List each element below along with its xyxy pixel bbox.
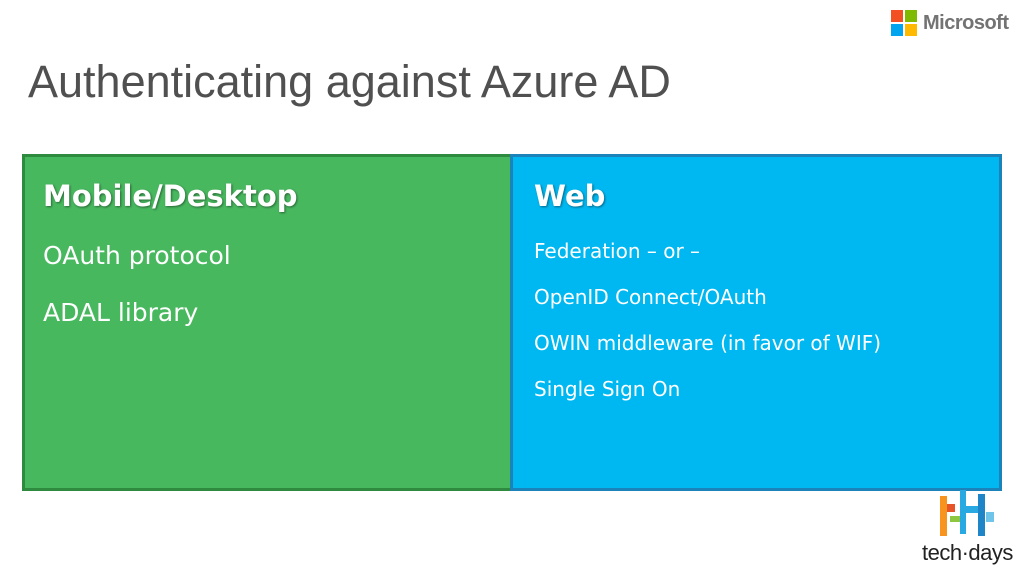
list-item: OAuth protocol bbox=[43, 241, 231, 270]
list-item: Federation – or – bbox=[534, 239, 701, 263]
panel-mobile-desktop: Mobile/Desktop OAuth protocol ADAL libra… bbox=[22, 154, 513, 491]
panel-heading: Mobile/Desktop bbox=[43, 179, 298, 213]
microsoft-logo: Microsoft bbox=[891, 10, 1009, 36]
microsoft-windows-icon bbox=[891, 10, 917, 36]
panel-heading: Web bbox=[534, 179, 606, 213]
panel-web: Web Federation – or – OpenID Connect/OAu… bbox=[510, 154, 1002, 491]
techdays-wordmark: tech·days bbox=[922, 540, 1013, 565]
techdays-mark-icon bbox=[940, 490, 994, 536]
techdays-logo: tech·days bbox=[918, 488, 1018, 574]
microsoft-wordmark: Microsoft bbox=[923, 11, 1009, 34]
list-item: ADAL library bbox=[43, 298, 199, 327]
list-item: OpenID Connect/OAuth bbox=[534, 285, 767, 309]
list-item: OWIN middleware (in favor of WIF) bbox=[534, 331, 882, 355]
bullet-list: Federation – or – OpenID Connect/OAuth O… bbox=[534, 239, 881, 423]
slide-title: Authenticating against Azure AD bbox=[28, 56, 671, 107]
bullet-list: OAuth protocol ADAL library bbox=[43, 241, 231, 355]
list-item: Single Sign On bbox=[534, 377, 681, 401]
